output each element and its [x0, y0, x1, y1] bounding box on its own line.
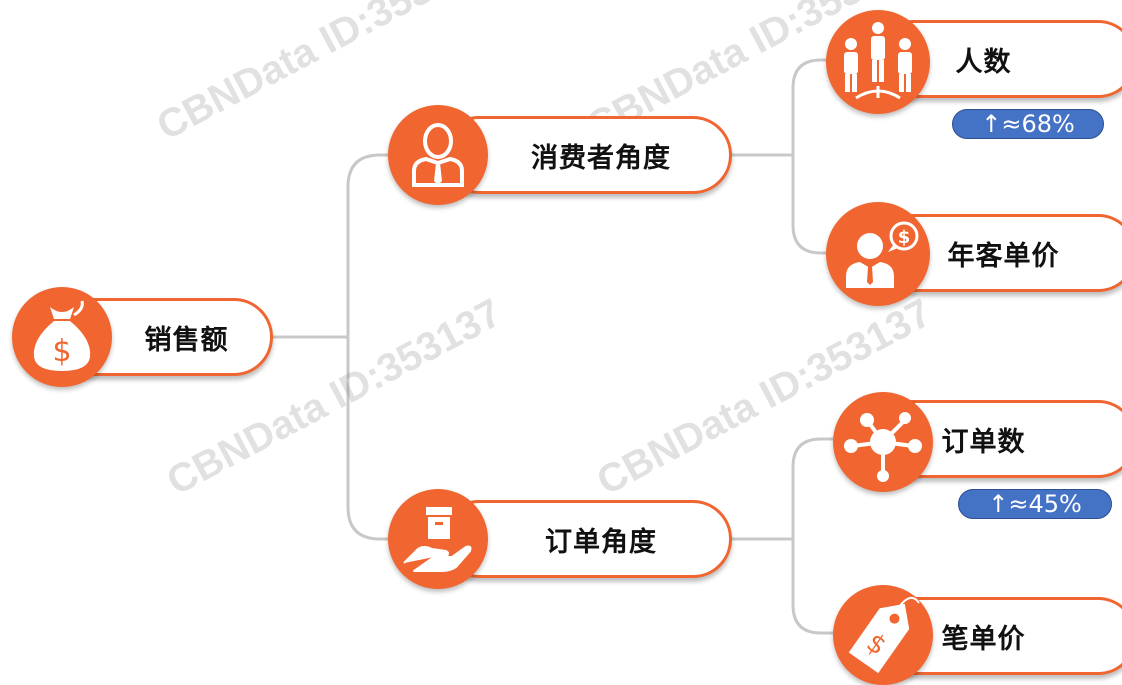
svg-text:$: $: [898, 227, 911, 248]
network-hub-icon: [833, 392, 933, 492]
connector-leaf-1: [730, 58, 835, 157]
connector-branch-2: [346, 337, 395, 541]
price-tag-icon: $: [833, 585, 933, 685]
branch-label: 订单角度: [440, 500, 732, 578]
connector-branch-1: [346, 153, 395, 337]
person-dollar-icon: $: [826, 202, 930, 306]
money-bag-icon: $: [12, 287, 112, 387]
growth-badge: ↑≈45%: [958, 489, 1112, 519]
connector-leaf-4: [791, 539, 835, 635]
people-group-icon: [826, 10, 930, 114]
branch-label: 消费者角度: [440, 116, 732, 194]
growth-badge: ↑≈68%: [952, 109, 1104, 139]
connector-leaf-3: [730, 437, 835, 541]
svg-text:$: $: [52, 334, 71, 369]
hand-box-icon: [388, 489, 488, 589]
connector-leaf-2: [791, 155, 835, 255]
person-tie-icon: [388, 105, 488, 205]
